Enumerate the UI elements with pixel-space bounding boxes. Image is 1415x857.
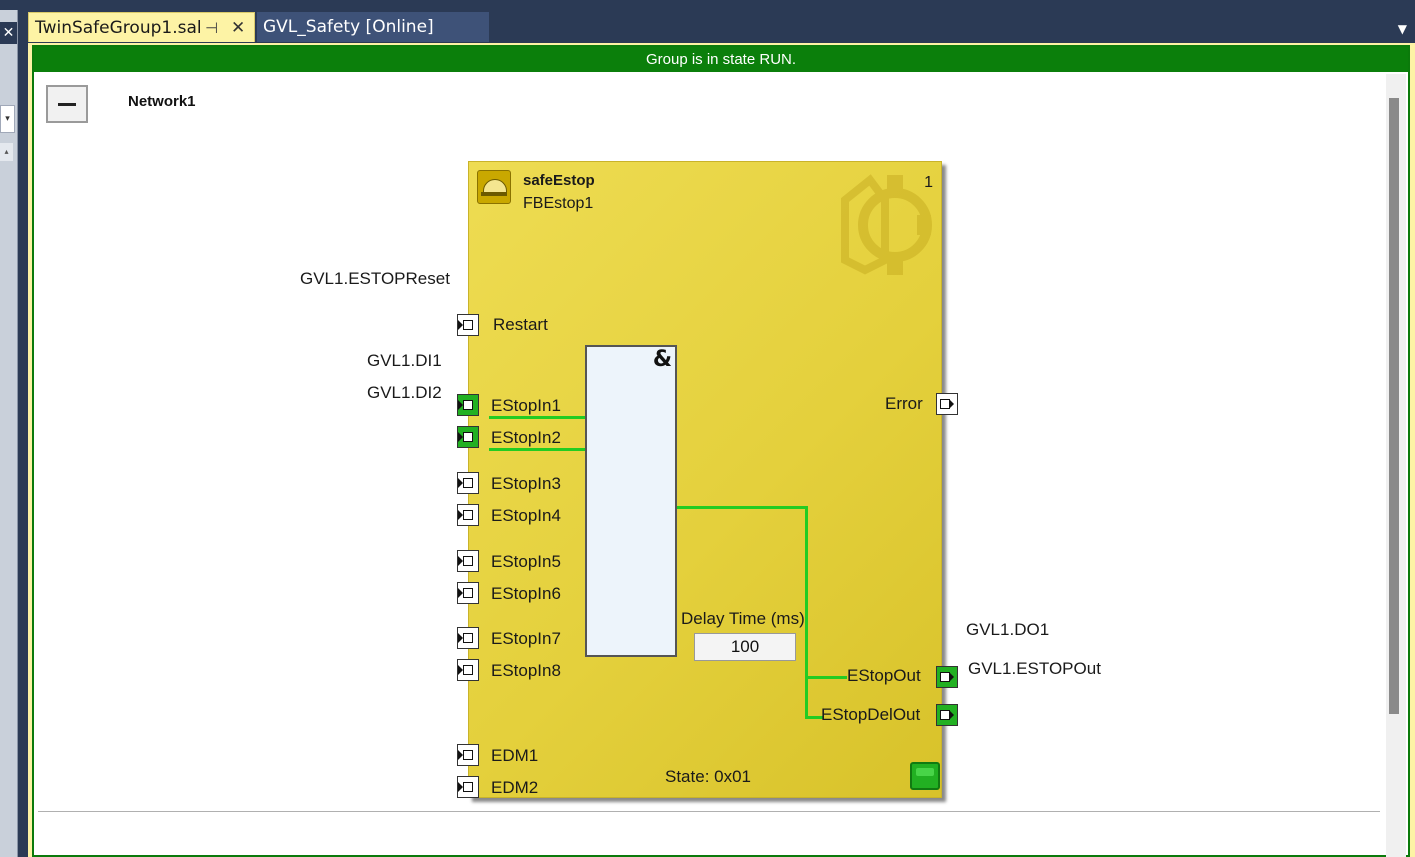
network-divider bbox=[38, 811, 1380, 812]
and-symbol: & bbox=[652, 347, 672, 372]
port-edm2[interactable] bbox=[457, 776, 479, 798]
tab-label: TwinSafeGroup1.sal bbox=[35, 18, 202, 38]
dropdown-arrow-icon[interactable]: ▾ bbox=[0, 105, 15, 133]
output-var-estopdelout[interactable]: GVL1.ESTOPOut bbox=[968, 659, 1101, 678]
estop-button-icon bbox=[477, 170, 511, 204]
delay-time-label: Delay Time (ms) bbox=[681, 609, 805, 628]
title-bar-edge bbox=[0, 0, 1415, 3]
fb-instance-name: FBEstop1 bbox=[523, 195, 594, 212]
port-estopin8[interactable] bbox=[457, 659, 479, 681]
left-tool-window: ✕ ▾ ▴ bbox=[0, 10, 18, 857]
output-var-estopout[interactable]: GVL1.DO1 bbox=[966, 620, 1050, 639]
group-state-banner: Group is in state RUN. bbox=[34, 47, 1408, 72]
pin-label-edm2: EDM2 bbox=[491, 778, 539, 797]
pin-label-edm1: EDM1 bbox=[491, 746, 539, 765]
input-var-estopin1[interactable]: GVL1.DI1 bbox=[367, 351, 442, 370]
port-estopin5[interactable] bbox=[457, 550, 479, 572]
wire-estopin1 bbox=[489, 416, 585, 419]
tab-twinsafegroup[interactable]: TwinSafeGroup1.sal ⊣ ✕ bbox=[28, 12, 255, 42]
port-estopin4[interactable] bbox=[457, 504, 479, 526]
tab-label: GVL_Safety [Online] bbox=[263, 17, 434, 37]
close-icon[interactable]: ✕ bbox=[231, 18, 246, 38]
pin-label-restart: Restart bbox=[493, 315, 548, 334]
wire-estopout bbox=[805, 676, 847, 679]
port-estopin2[interactable] bbox=[457, 426, 479, 448]
pin-label-estopin5: EStopIn5 bbox=[491, 552, 561, 571]
pin-label-error: Error bbox=[885, 394, 923, 413]
minus-icon bbox=[58, 103, 76, 106]
network-title: Network1 bbox=[128, 93, 196, 110]
pin-label-estopin3: EStopIn3 bbox=[491, 474, 561, 493]
fb-state-label: State: 0x01 bbox=[665, 767, 752, 786]
pin-label-estopout: EStopOut bbox=[847, 666, 921, 685]
function-block-safeestop[interactable]: safeEstop FBEstop1 1 Restart bbox=[457, 161, 958, 798]
pin-label-estopin2: EStopIn2 bbox=[491, 428, 561, 447]
tab-overflow-icon[interactable]: ▼ bbox=[1397, 22, 1407, 36]
pin-icon[interactable]: ⊣ bbox=[205, 19, 219, 37]
delay-time-input[interactable]: 100 bbox=[694, 633, 796, 661]
pin-label-estopin6: EStopIn6 bbox=[491, 584, 561, 603]
wire-estopin2 bbox=[489, 448, 585, 451]
collapse-network-button[interactable] bbox=[46, 85, 88, 123]
vertical-scrollbar[interactable] bbox=[1386, 74, 1406, 857]
port-estopout[interactable] bbox=[936, 666, 958, 688]
wire-vertical bbox=[805, 506, 808, 718]
twinsafe-logo-icon bbox=[841, 174, 932, 275]
pin-label-estopin4: EStopIn4 bbox=[491, 506, 561, 525]
scrollbar-thumb[interactable] bbox=[1389, 98, 1399, 714]
fb-execution-order: 1 bbox=[924, 174, 933, 191]
state-indicator-led bbox=[910, 762, 940, 790]
pin-label-estopin7: EStopIn7 bbox=[491, 629, 561, 648]
scroll-up-icon[interactable]: ▴ bbox=[0, 143, 13, 161]
tab-gvl-safety[interactable]: GVL_Safety [Online] bbox=[257, 12, 489, 42]
port-estopin7[interactable] bbox=[457, 627, 479, 649]
pin-label-estopin1: EStopIn1 bbox=[491, 396, 561, 415]
editor-frame: Group is in state RUN. Network1 GVL1.EST… bbox=[32, 45, 1410, 857]
port-estopin3[interactable] bbox=[457, 472, 479, 494]
close-icon[interactable]: ✕ bbox=[0, 22, 17, 44]
wire-and-out bbox=[677, 506, 807, 509]
wire-estopdelout bbox=[805, 716, 823, 719]
editor-area: Group is in state RUN. Network1 GVL1.EST… bbox=[28, 43, 1415, 857]
port-estopdelout[interactable] bbox=[936, 704, 958, 726]
input-var-estopin2[interactable]: GVL1.DI2 bbox=[367, 383, 442, 402]
port-edm1[interactable] bbox=[457, 744, 479, 766]
pin-label-estopdelout: EStopDelOut bbox=[821, 705, 921, 724]
port-restart[interactable] bbox=[457, 314, 479, 336]
port-error[interactable] bbox=[936, 393, 958, 415]
and-gate: & bbox=[585, 345, 677, 657]
input-var-restart[interactable]: GVL1.ESTOPReset bbox=[300, 269, 450, 288]
fb-type-name: safeEstop bbox=[523, 172, 595, 189]
pin-label-estopin8: EStopIn8 bbox=[491, 661, 561, 680]
port-estopin6[interactable] bbox=[457, 582, 479, 604]
port-estopin1[interactable] bbox=[457, 394, 479, 416]
